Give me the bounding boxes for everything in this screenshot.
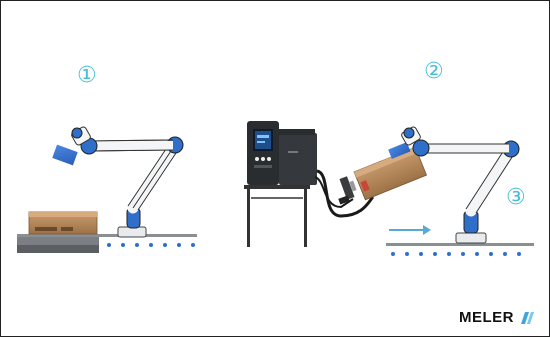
- carton-box-right: [353, 142, 428, 201]
- arrow-right-icon: [389, 225, 431, 235]
- conveyor-left: [17, 234, 197, 253]
- step-number-2: ②: [424, 59, 444, 84]
- brand-mark-icon: [521, 311, 534, 324]
- gripper-pad-left: [52, 144, 78, 166]
- carton-box-left: [28, 211, 98, 235]
- robot-arm-2: [401, 126, 520, 244]
- glue-gun-icon: [338, 176, 357, 205]
- step-number-3: ③: [506, 185, 526, 210]
- robot-arm-icon: [71, 126, 184, 238]
- hot-melt-unit-icon: [244, 121, 375, 247]
- brand-logo: MELER: [459, 309, 535, 326]
- brand-name: MELER: [459, 309, 514, 326]
- step-number-1: ①: [77, 63, 97, 88]
- conveyor-right: [386, 243, 534, 256]
